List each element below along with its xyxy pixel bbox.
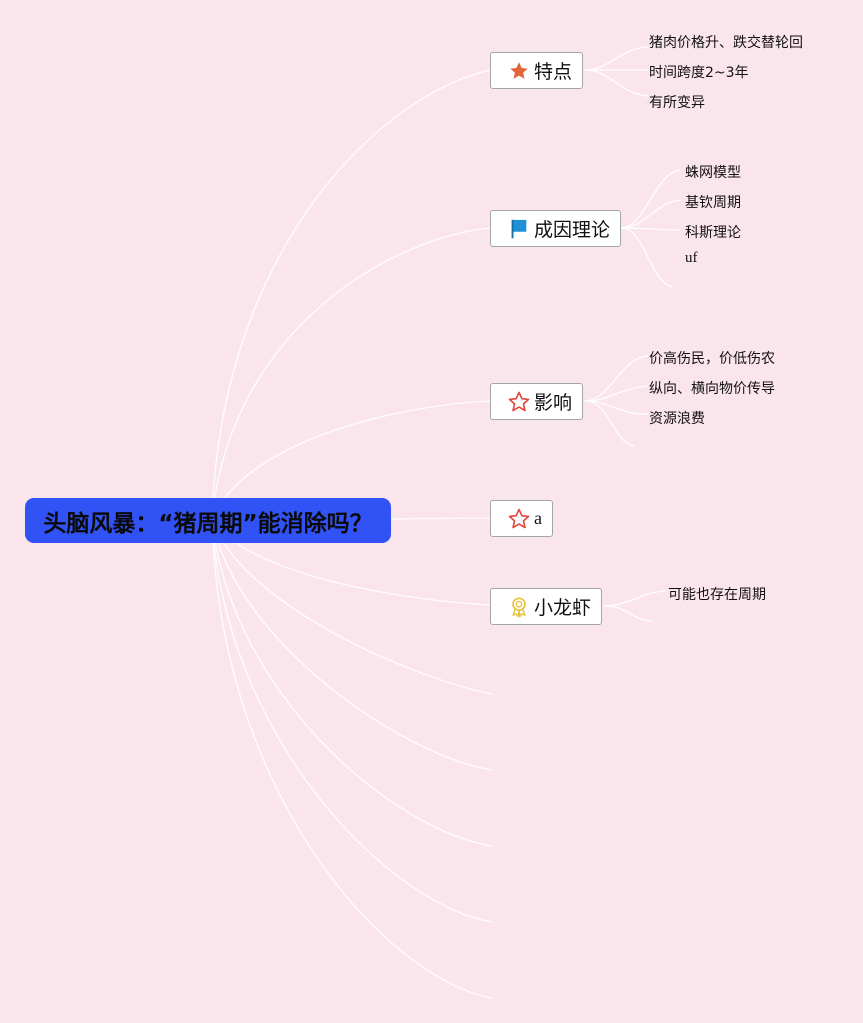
central-topic[interactable]: 头脑风暴：“猪周期”能消除吗？	[25, 498, 391, 543]
topic-features-label: 特点	[534, 61, 573, 83]
leaf-impact-2[interactable]: 纵向、横向物价传导	[649, 381, 775, 397]
topic-causes-theory-label: 成因理论	[534, 219, 611, 241]
leaf-causes-2[interactable]: 基钦周期	[685, 195, 741, 211]
leaf-causes-4[interactable]: uf	[685, 250, 698, 266]
flag-icon	[507, 217, 531, 241]
leaf-crayfish-1[interactable]: 可能也存在周期	[668, 587, 766, 603]
leaf-causes-3[interactable]: 科斯理论	[685, 225, 741, 241]
leaf-causes-1[interactable]: 蛛网模型	[685, 165, 741, 181]
topic-features[interactable]: 特点	[490, 52, 584, 89]
leaf-impact-3[interactable]: 资源浪费	[649, 411, 705, 427]
award-ribbon-icon	[507, 595, 531, 619]
leaf-features-3[interactable]: 有所变异	[649, 95, 705, 111]
topic-crayfish[interactable]: 小龙虾	[490, 588, 603, 625]
topic-impact[interactable]: 影响	[490, 383, 584, 420]
topic-impact-label: 影响	[534, 392, 573, 414]
topic-a[interactable]: a	[490, 500, 553, 537]
star-outline-icon	[507, 390, 531, 414]
topic-causes-theory[interactable]: 成因理论	[490, 210, 622, 247]
topic-crayfish-label: 小龙虾	[534, 597, 592, 619]
leaf-features-2[interactable]: 时间跨度2~3年	[649, 65, 749, 81]
central-topic-label: 头脑风暴：“猪周期”能消除吗？	[43, 510, 373, 537]
leaf-impact-1[interactable]: 价高伤民，价低伤农	[649, 351, 775, 367]
star-filled-icon	[507, 59, 531, 83]
topic-a-label: a	[534, 508, 542, 528]
leaf-features-1[interactable]: 猪肉价格升、跌交替轮回	[649, 35, 803, 51]
star-outline-icon	[507, 507, 531, 531]
